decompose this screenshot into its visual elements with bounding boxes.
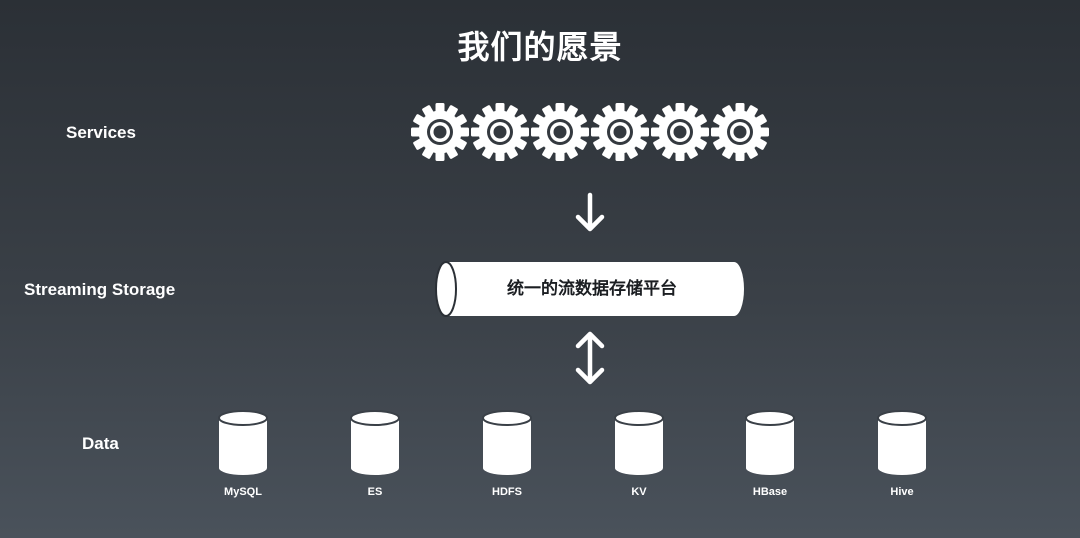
arrow-up-down-icon [575, 331, 605, 385]
data-store-es: ES [340, 410, 410, 498]
data-store-label: KV [631, 486, 647, 498]
gear-icon [531, 103, 589, 161]
database-icon [218, 410, 268, 475]
database-icon [877, 410, 927, 475]
arrow-down-icon [575, 192, 605, 232]
slide-title: 我们的愿景 [457, 28, 623, 66]
data-store-label: Hive [890, 486, 914, 498]
gear-icon [711, 103, 769, 161]
streaming-storage-pipe [435, 261, 744, 317]
gear-icon [651, 103, 709, 161]
services-gear-row [411, 103, 769, 161]
data-store-hbase: HBase [735, 410, 805, 498]
data-store-label: MySQL [224, 486, 262, 498]
streaming-storage-layer-label: Streaming Storage [24, 280, 176, 299]
data-store-kv: KV [604, 410, 674, 498]
data-layer-label: Data [82, 434, 119, 453]
gear-icon [411, 103, 469, 161]
database-icon [745, 410, 795, 475]
gear-icon [471, 103, 529, 161]
gear-icon [591, 103, 649, 161]
data-store-hdfs: HDFS [472, 410, 542, 498]
database-icon [350, 410, 400, 475]
data-store-mysql: MySQL [208, 410, 278, 498]
database-icon [482, 410, 532, 475]
database-icon [614, 410, 664, 475]
data-store-hive: Hive [867, 410, 937, 498]
services-layer-label: Services [66, 123, 136, 142]
data-store-label: ES [367, 486, 383, 498]
streaming-platform-label: 统一的流数据存储平台 [507, 279, 677, 299]
data-store-label: HBase [752, 486, 788, 498]
data-store-label: HDFS [492, 486, 522, 498]
